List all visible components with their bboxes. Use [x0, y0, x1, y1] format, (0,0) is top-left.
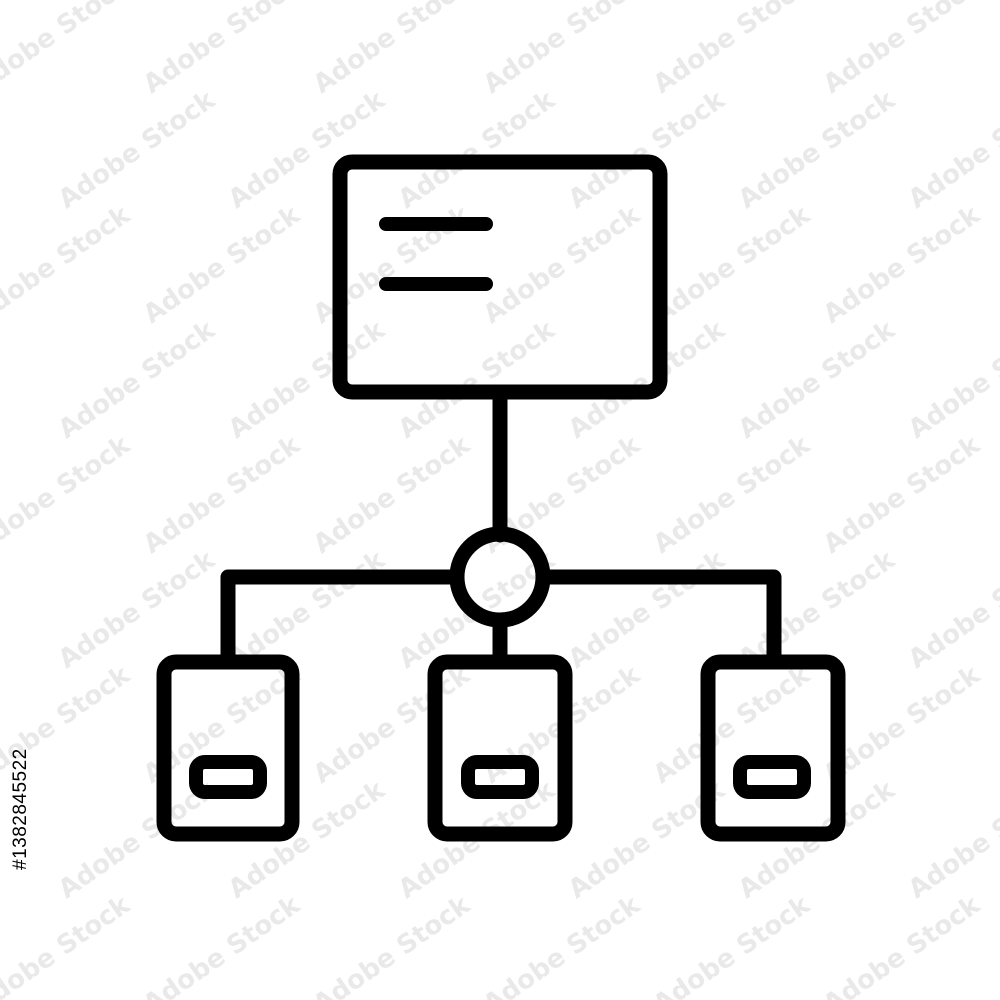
child-center-slot: [461, 755, 539, 799]
root-document-icon: [332, 154, 668, 400]
child-right-slot: [733, 755, 811, 799]
child-unit-center: [427, 654, 573, 842]
branch-right-connector: [535, 569, 782, 670]
child-right-body: [700, 654, 846, 842]
hub-node: [449, 526, 551, 628]
stock-id-label: #1382845522: [10, 748, 31, 870]
child-left-body: [156, 654, 300, 842]
child-unit-left: [156, 654, 300, 842]
child-center-body: [427, 654, 573, 842]
child-left-slot: [189, 755, 267, 799]
child-unit-right: [700, 654, 846, 842]
branch-left-connector: [220, 569, 465, 670]
